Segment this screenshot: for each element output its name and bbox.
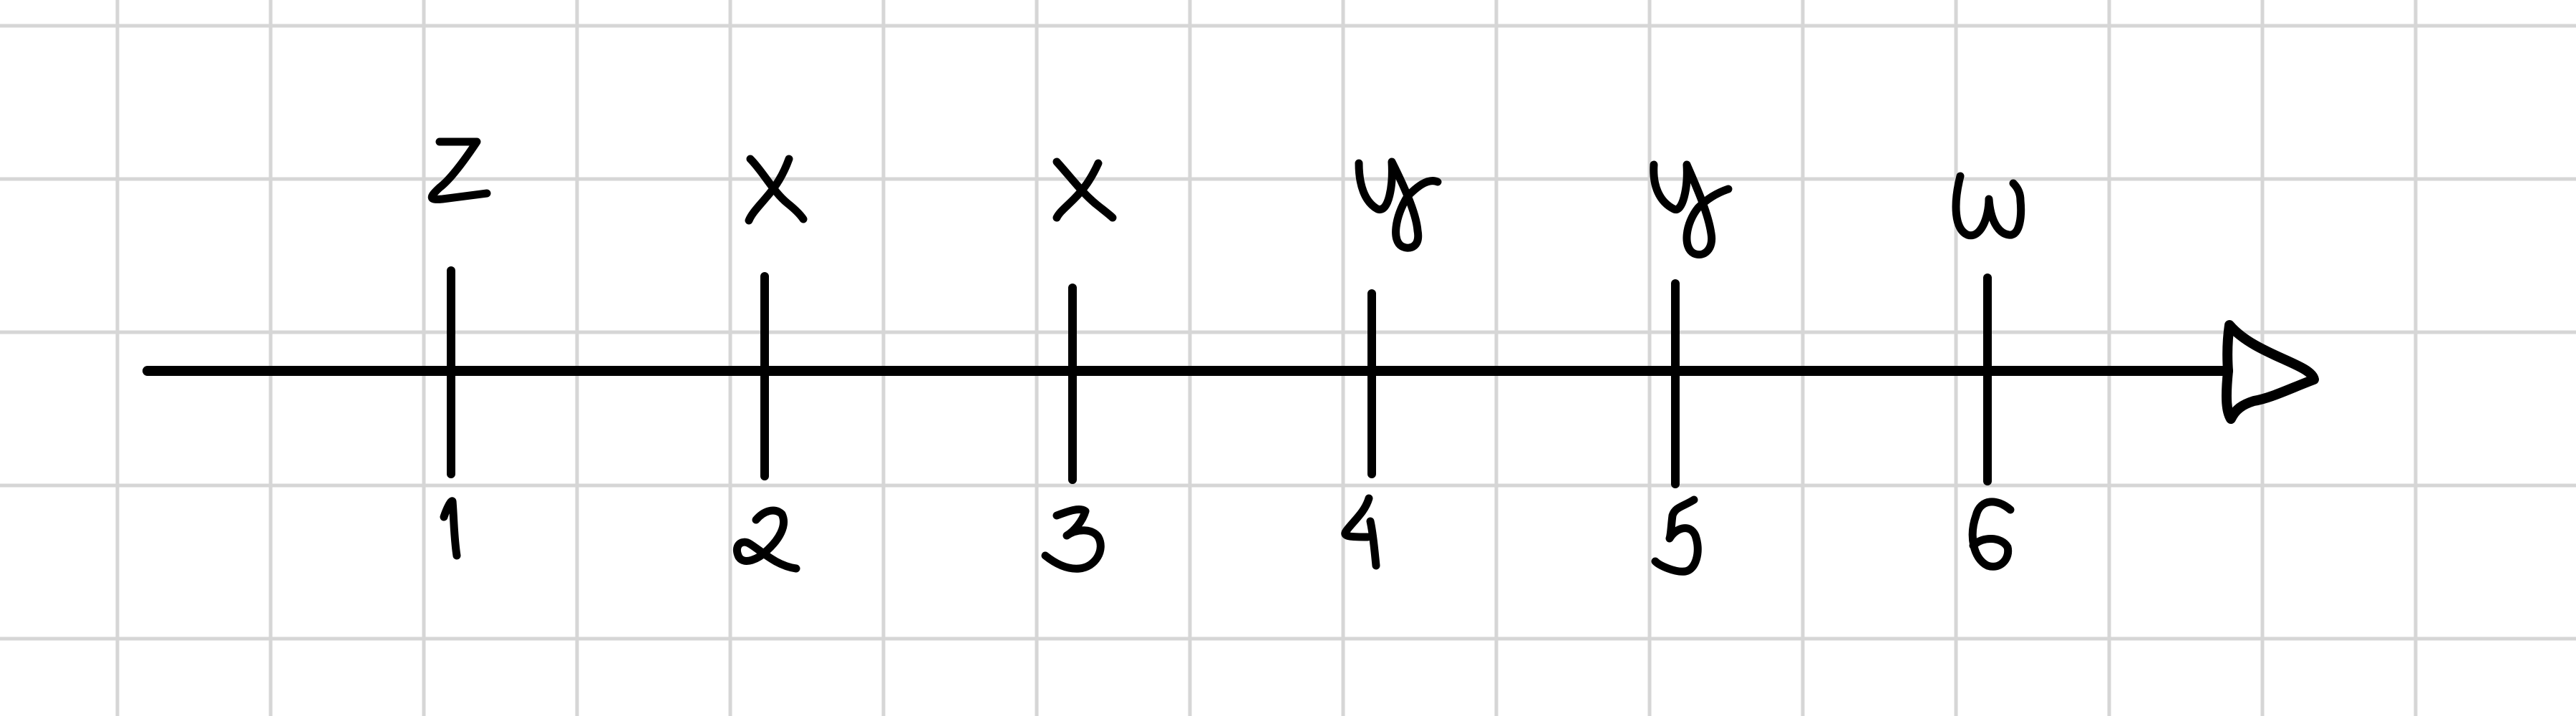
tick-symbol-1 [427,137,491,203]
tick-number-2 [732,506,800,573]
tick-number-6 [1968,498,2015,571]
tick-number-5 [1651,495,1702,576]
tick-number-3 [1041,505,1105,573]
axis-arrowhead [2221,320,2319,424]
tick-number-4 [1341,494,1380,570]
tick-marks [447,266,1992,488]
tick-symbol-2 [745,155,808,225]
tick-symbols [427,137,2025,258]
tick-number-1 [440,497,461,560]
number-line-axis [142,320,2319,424]
tick-symbol-4 [1355,158,1442,252]
tick-numbers [440,494,2015,576]
tick-symbol-5 [1650,160,1733,258]
tick-symbol-3 [1052,158,1117,222]
tick-symbol-6 [1952,172,2025,240]
